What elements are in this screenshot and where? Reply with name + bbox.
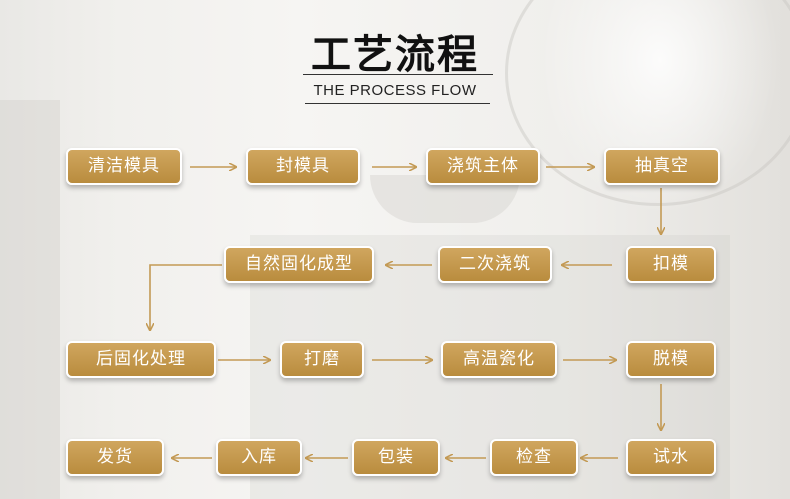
window-shape (0, 100, 60, 499)
step-buckle-mold: 扣模 (626, 246, 716, 283)
step-inspect: 检查 (490, 439, 578, 476)
page-subtitle: THE PROCESS FLOW (313, 82, 477, 99)
title-divider (303, 74, 493, 75)
step-post-cure: 后固化处理 (66, 341, 216, 378)
step-second-pour: 二次浇筑 (438, 246, 552, 283)
step-water-test: 试水 (626, 439, 716, 476)
step-pour-body: 浇筑主体 (426, 148, 540, 185)
step-warehouse: 入库 (216, 439, 302, 476)
step-demold: 脱模 (626, 341, 716, 378)
step-high-temp: 高温瓷化 (441, 341, 557, 378)
step-natural-cure: 自然固化成型 (224, 246, 374, 283)
arrow-7-8 (150, 264, 222, 330)
step-clean-mold: 清洁模具 (66, 148, 182, 185)
step-polish: 打磨 (280, 341, 364, 378)
step-ship: 发货 (66, 439, 164, 476)
page-title: 工艺流程 (311, 32, 479, 78)
step-seal-mold: 封模具 (246, 148, 360, 185)
step-vacuum: 抽真空 (604, 148, 720, 185)
step-package: 包装 (352, 439, 440, 476)
subtitle-divider (305, 103, 490, 104)
